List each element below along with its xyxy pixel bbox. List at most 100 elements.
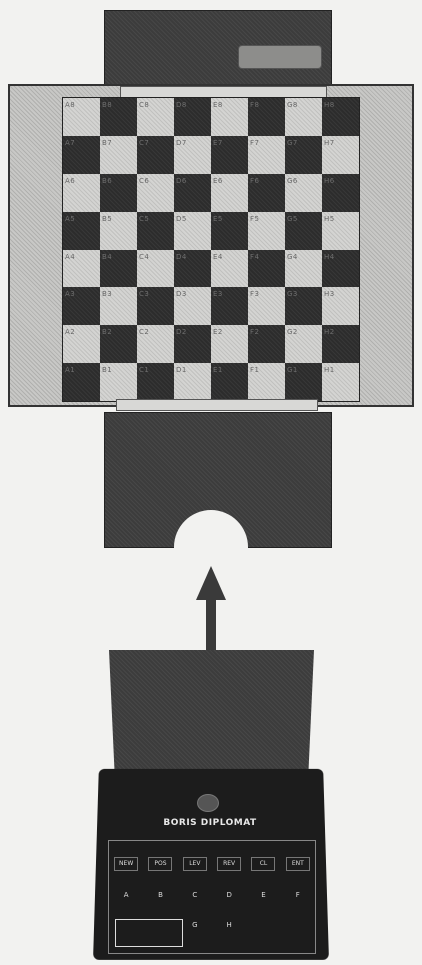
keypad-key[interactable]: G: [184, 919, 206, 931]
board-square: E4: [211, 250, 248, 288]
square-label: F7: [250, 139, 259, 147]
square-label: H8: [324, 101, 335, 109]
board-square: F5: [248, 212, 285, 250]
keypad-key[interactable]: [252, 919, 274, 931]
board-square: H8: [322, 98, 359, 136]
square-label: D5: [176, 215, 187, 223]
board-square: B7: [100, 136, 137, 174]
board-square: A3: [63, 287, 100, 325]
keypad-key[interactable]: LEV: [183, 857, 207, 871]
square-label: G6: [287, 177, 298, 185]
board-square: B4: [100, 250, 137, 288]
board-square: E6: [211, 174, 248, 212]
square-label: H4: [324, 253, 335, 261]
board-square: B2: [100, 325, 137, 363]
board-square: A8: [63, 98, 100, 136]
square-label: A6: [65, 177, 75, 185]
board-square: C1: [137, 363, 174, 401]
keypad-key[interactable]: REV: [217, 857, 241, 871]
board-square: D7: [174, 136, 211, 174]
board-square: G8: [285, 98, 322, 136]
board-square: D1: [174, 363, 211, 401]
keypad-key[interactable]: B: [149, 889, 171, 901]
keypad-key[interactable]: H: [218, 919, 240, 931]
square-label: E8: [213, 101, 223, 109]
keypad-key[interactable]: A: [115, 889, 137, 901]
square-label: E4: [213, 253, 223, 261]
board-square: F6: [248, 174, 285, 212]
square-label: F1: [250, 366, 259, 374]
board-square: C6: [137, 174, 174, 212]
square-label: C5: [139, 215, 149, 223]
keypad-key[interactable]: C: [184, 889, 206, 901]
square-label: B1: [102, 366, 112, 374]
square-label: C2: [139, 328, 149, 336]
square-label: C3: [139, 290, 149, 298]
square-label: C8: [139, 101, 149, 109]
board-square: F4: [248, 250, 285, 288]
square-label: E1: [213, 366, 223, 374]
square-label: E7: [213, 139, 223, 147]
board-square: D3: [174, 287, 211, 325]
board-bottom-strip: [116, 399, 318, 411]
square-label: D1: [176, 366, 187, 374]
board-square: F1: [248, 363, 285, 401]
square-label: G7: [287, 139, 298, 147]
board-square: C7: [137, 136, 174, 174]
arrow-shaft: [206, 596, 216, 658]
square-label: C4: [139, 253, 149, 261]
square-label: F5: [250, 215, 259, 223]
keypad-key[interactable]: E: [252, 889, 274, 901]
keypad-row-1: NEW POS LEV REV CL ENT: [109, 857, 315, 871]
keypad-key[interactable]: F: [287, 889, 309, 901]
keypad-key[interactable]: CL: [251, 857, 275, 871]
square-label: G3: [287, 290, 298, 298]
keypad-key[interactable]: POS: [148, 857, 172, 871]
keypad-key[interactable]: NEW: [114, 857, 138, 871]
board-square: F3: [248, 287, 285, 325]
square-label: D7: [176, 139, 187, 147]
board-square: A2: [63, 325, 100, 363]
board-square: G4: [285, 250, 322, 288]
square-label: H3: [324, 290, 335, 298]
board-square: E7: [211, 136, 248, 174]
board-square: C5: [137, 212, 174, 250]
device-display-icon: [197, 794, 219, 812]
keypad-key[interactable]: ENT: [286, 857, 310, 871]
square-label: B2: [102, 328, 112, 336]
square-label: A8: [65, 101, 75, 109]
square-label: B8: [102, 101, 112, 109]
board-square: A7: [63, 136, 100, 174]
board-square: B3: [100, 287, 137, 325]
square-label: F6: [250, 177, 259, 185]
board-square: G1: [285, 363, 322, 401]
square-label: D6: [176, 177, 187, 185]
square-label: B4: [102, 253, 112, 261]
square-label: B5: [102, 215, 112, 223]
board-square: H1: [322, 363, 359, 401]
square-label: C6: [139, 177, 149, 185]
square-label: H5: [324, 215, 335, 223]
square-label: D3: [176, 290, 187, 298]
board-square: H2: [322, 325, 359, 363]
board-square: A6: [63, 174, 100, 212]
square-label: E3: [213, 290, 223, 298]
square-label: B6: [102, 177, 112, 185]
board-square: H7: [322, 136, 359, 174]
board-square: D6: [174, 174, 211, 212]
board-square: E5: [211, 212, 248, 250]
board-square: B1: [100, 363, 137, 401]
keypad-key[interactable]: D: [218, 889, 240, 901]
square-label: G2: [287, 328, 298, 336]
square-label: G8: [287, 101, 298, 109]
square-label: A4: [65, 253, 75, 261]
keypad-highlight-box: [115, 919, 183, 947]
keypad-key[interactable]: [287, 919, 309, 931]
square-label: F2: [250, 328, 259, 336]
board-square: C3: [137, 287, 174, 325]
square-label: D2: [176, 328, 187, 336]
square-label: H1: [324, 366, 335, 374]
board-square: F8: [248, 98, 285, 136]
